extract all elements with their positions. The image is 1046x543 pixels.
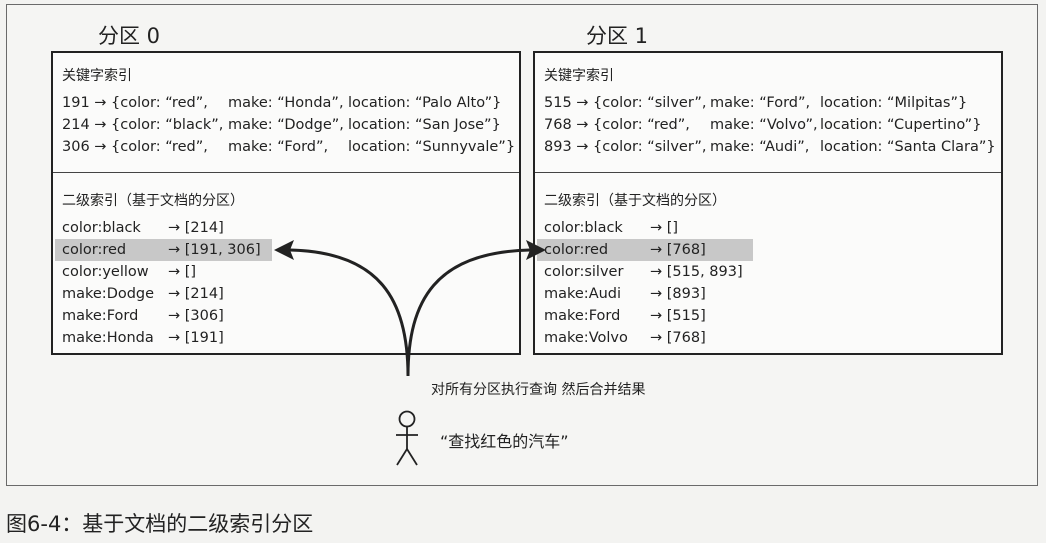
index-postings: → [214] <box>168 220 224 236</box>
doc-make: make: “Volvo”, <box>710 117 818 133</box>
query-text: “查找红色的汽车” <box>440 432 569 451</box>
index-postings: → [768] <box>650 330 706 346</box>
doc-location: location: “Palo Alto”} <box>348 95 502 111</box>
partition-0-highlight-red <box>55 239 272 261</box>
doc-location: location: “Sunnyvale”} <box>348 139 516 155</box>
partition-1-secondary-title: 二级索引（基于文档的分区） <box>544 193 726 209</box>
index-key: color:silver <box>544 264 624 280</box>
arrowhead-right-icon <box>526 240 546 260</box>
index-key: color:yellow <box>62 264 149 280</box>
figure-caption: 图6-4：基于文档的二级索引分区 <box>6 512 314 536</box>
index-postings: → [768] <box>650 242 706 258</box>
index-key: make:Audi <box>544 286 622 302</box>
index-postings: → [191] <box>168 330 224 346</box>
index-postings: → [214] <box>168 286 224 302</box>
doc-make: make: “Ford”, <box>228 139 329 155</box>
doc-id-color: 191 → {color: “red”, <box>62 95 208 111</box>
index-postings: → [191, 306] <box>168 242 261 258</box>
query-note: 对所有分区执行查询 然后合并结果 <box>431 382 646 398</box>
doc-id-color: 515 → {color: “silver”, <box>544 95 707 111</box>
arrow-to-partition-1 <box>406 248 531 377</box>
index-key: color:black <box>544 220 623 236</box>
partition-0-box: 关键字索引 191 → {color: “red”, make: “Honda”… <box>51 51 521 355</box>
index-key: color:black <box>62 220 141 236</box>
doc-location: location: “Milpitas”} <box>820 95 968 111</box>
partition-0-primary-title: 关键字索引 <box>62 68 132 84</box>
index-key: make:Dodge <box>62 286 155 302</box>
arrow-to-partition-0 <box>289 248 410 377</box>
partition-1-title: 分区 1 <box>586 24 649 48</box>
doc-make: make: “Audi”, <box>710 139 810 155</box>
index-postings: → [] <box>168 264 197 280</box>
index-key: make:Ford <box>62 308 139 324</box>
partition-0-title: 分区 0 <box>98 24 161 48</box>
partition-0-secondary-title: 二级索引（基于文档的分区） <box>62 193 244 209</box>
partition-1-primary-title: 关键字索引 <box>544 68 614 84</box>
index-key: color:red <box>62 242 127 258</box>
person-icon <box>396 410 418 466</box>
doc-location: location: “Santa Clara”} <box>820 139 996 155</box>
partition-1-highlight-red <box>537 239 753 261</box>
index-key: make:Ford <box>544 308 621 324</box>
doc-id-color: 768 → {color: “red”, <box>544 117 690 133</box>
index-key: make:Volvo <box>544 330 628 346</box>
index-postings: → [515, 893] <box>650 264 743 280</box>
doc-location: location: “San Jose”} <box>348 117 501 133</box>
partition-1-box: 关键字索引 515 → {color: “silver”, make: “For… <box>533 51 1003 355</box>
doc-id-color: 893 → {color: “silver”, <box>544 139 707 155</box>
index-key: make:Honda <box>62 330 154 346</box>
doc-make: make: “Honda”, <box>228 95 344 111</box>
arrowhead-left-icon <box>274 240 294 260</box>
doc-id-color: 214 → {color: “black”, <box>62 117 224 133</box>
index-postings: → [] <box>650 220 679 236</box>
doc-location: location: “Cupertino”} <box>820 117 982 133</box>
doc-id-color: 306 → {color: “red”, <box>62 139 208 155</box>
doc-make: make: “Dodge”, <box>228 117 344 133</box>
partition-1-divider <box>535 172 1001 173</box>
index-postings: → [515] <box>650 308 706 324</box>
index-key: color:red <box>544 242 609 258</box>
index-postings: → [893] <box>650 286 706 302</box>
doc-make: make: “Ford”, <box>710 95 811 111</box>
partition-0-divider <box>53 172 519 173</box>
index-postings: → [306] <box>168 308 224 324</box>
